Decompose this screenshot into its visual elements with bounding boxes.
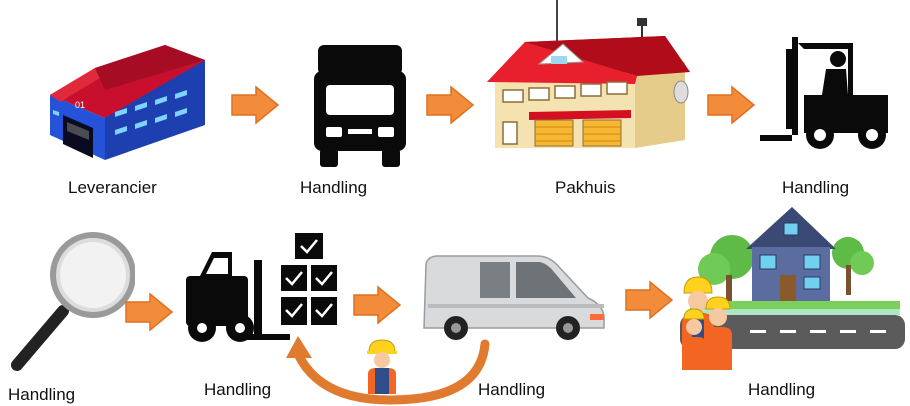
door-number: 01 — [75, 100, 85, 110]
label-handling-5: Handling — [478, 380, 546, 399]
forklift-icon — [760, 35, 895, 153]
label-handling-3: Handling — [8, 385, 76, 404]
arrow-icon — [425, 85, 475, 125]
van-icon — [420, 252, 610, 344]
arrow-icon — [124, 292, 174, 332]
arrow-icon — [352, 285, 402, 325]
magnifier-icon — [5, 225, 135, 375]
return-arrow-icon — [280, 330, 500, 406]
arrow-icon — [706, 85, 756, 125]
label-handling-2: Handling — [782, 178, 850, 197]
arrow-icon — [230, 85, 280, 125]
label-handling-4: Handling — [204, 380, 272, 399]
delivery-house-scene-icon — [680, 205, 905, 370]
worker-icon — [364, 338, 400, 394]
arrow-icon — [624, 280, 674, 320]
warehouse-house-icon — [485, 0, 695, 160]
supplier-building-icon: 01 — [45, 30, 215, 165]
label-supplier: Leverancier — [68, 178, 157, 197]
label-warehouse: Pakhuis — [555, 178, 616, 197]
label-handling-1: Handling — [300, 178, 368, 197]
forklift-boxes-icon — [182, 230, 342, 350]
truck-icon — [312, 45, 408, 167]
label-handling-6: Handling — [748, 380, 816, 399]
